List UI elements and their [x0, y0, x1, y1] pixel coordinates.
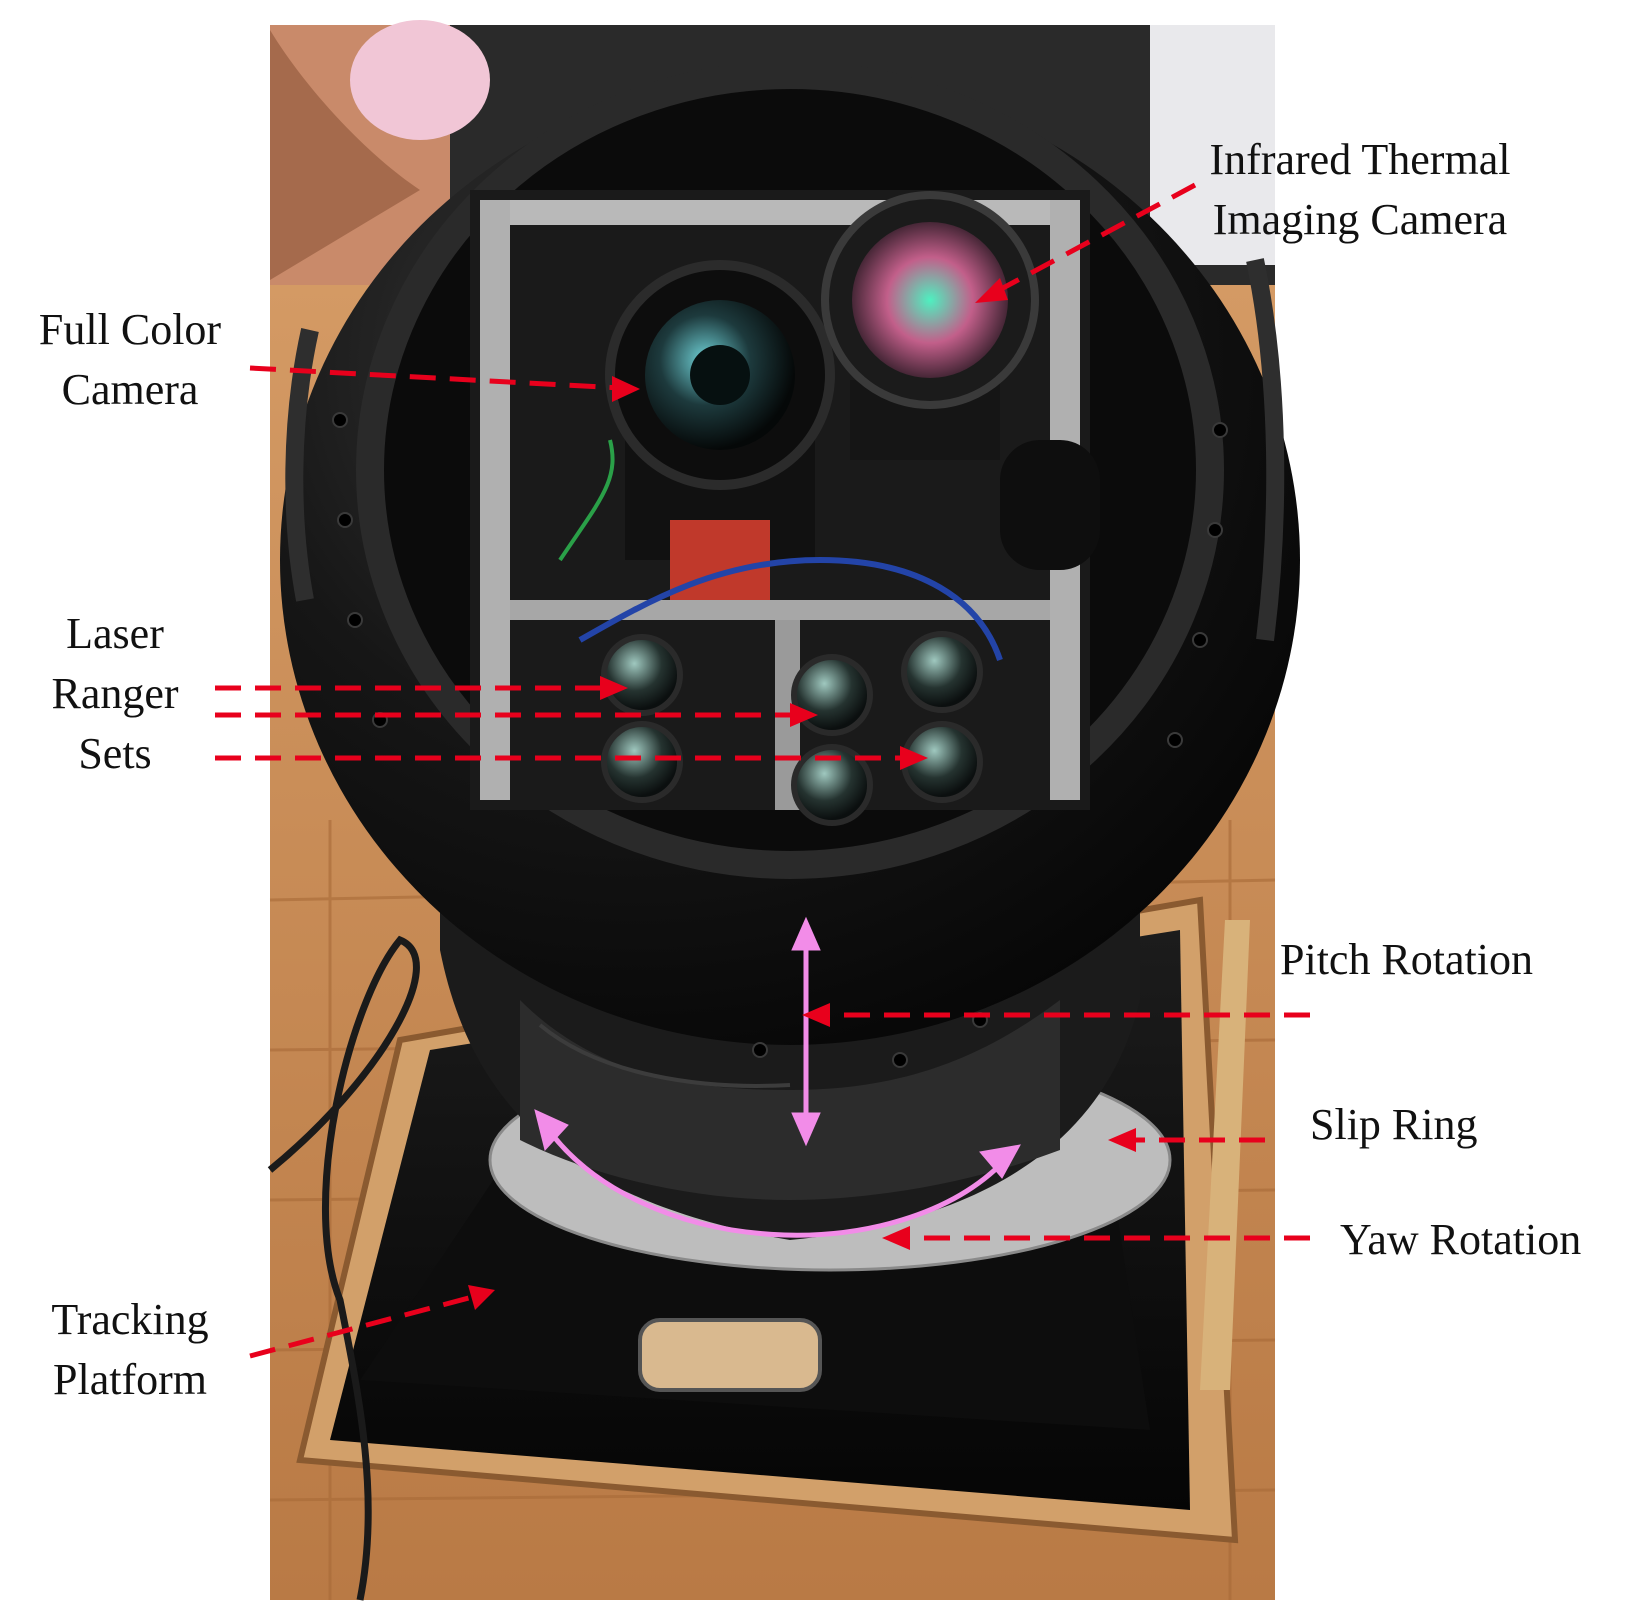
- label-tracking-platform: Tracking Platform: [20, 1290, 240, 1410]
- full-color-camera-lens: [605, 260, 835, 600]
- yaw-motion-arrow: [534, 1109, 1021, 1238]
- internal-wire: [558, 439, 615, 562]
- arrow-full-color: [249, 365, 621, 391]
- annotation-arrowheads: [468, 278, 1136, 1310]
- infrared-camera-lens: [821, 191, 1100, 570]
- label-line: Camera: [61, 365, 199, 414]
- label-yaw-rotation: Yaw Rotation: [1340, 1215, 1582, 1264]
- internal-cable: [578, 556, 1003, 661]
- label-line: Laser: [66, 609, 164, 658]
- annotation-arrows: [215, 182, 1310, 1359]
- label-infrared-camera: Infrared Thermal Imaging Camera: [1170, 130, 1550, 250]
- label-line: Tracking: [51, 1295, 209, 1344]
- label-line: Imaging Camera: [1212, 195, 1508, 244]
- pitch-motion-arrow: [791, 916, 821, 1147]
- laser-ranger-lenses: [601, 631, 983, 826]
- label-laser-ranger-sets: Laser Ranger Sets: [10, 604, 220, 784]
- label-slip-ring: Slip Ring: [1310, 1100, 1478, 1149]
- label-line: Ranger: [51, 669, 179, 718]
- label-line: Sets: [78, 729, 152, 778]
- cable: [267, 935, 420, 1601]
- label-line: Full Color: [38, 305, 222, 354]
- label-pitch-rotation: Pitch Rotation: [1280, 935, 1533, 984]
- label-line: Infrared Thermal: [1209, 135, 1511, 184]
- label-full-color-camera: Full Color Camera: [10, 300, 250, 420]
- label-line: Platform: [53, 1355, 207, 1404]
